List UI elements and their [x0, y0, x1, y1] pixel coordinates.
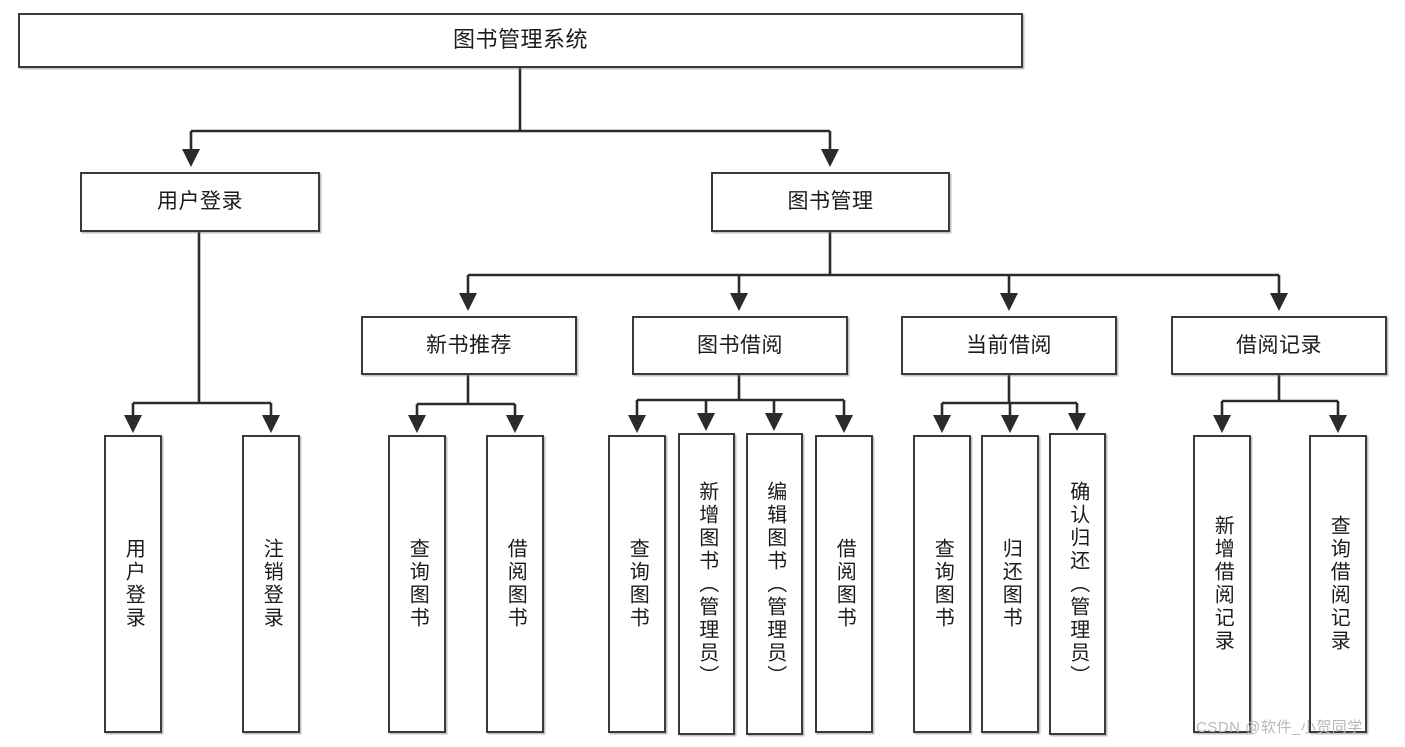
watermark: CSDN @软件_小贺同学: [1196, 719, 1363, 736]
leaf-return-book[interactable]: 归还图书: [981, 435, 1039, 733]
node-current-borrow[interactable]: 当前借阅: [901, 316, 1117, 375]
leaf-add-book-admin[interactable]: 新增图书（管理员）: [678, 433, 735, 735]
leaf-user-login[interactable]: 用户登录: [104, 435, 162, 733]
leaf-confirm-return-admin[interactable]: 确认归还（管理员）: [1049, 433, 1106, 735]
node-user-login[interactable]: 用户登录: [80, 172, 320, 232]
leaf-query-borrow-record[interactable]: 查询借阅记录: [1309, 435, 1367, 733]
leaf-add-borrow-record[interactable]: 新增借阅记录: [1193, 435, 1251, 733]
node-book-borrow[interactable]: 图书借阅: [632, 316, 848, 375]
leaf-edit-book-admin[interactable]: 编辑图书（管理员）: [746, 433, 803, 735]
node-new-book-recommend[interactable]: 新书推荐: [361, 316, 577, 375]
leaf-borrow-book-newbook[interactable]: 借阅图书: [486, 435, 544, 733]
leaf-query-book-current[interactable]: 查询图书: [913, 435, 971, 733]
leaf-logout[interactable]: 注销登录: [242, 435, 300, 733]
node-root[interactable]: 图书管理系统: [18, 13, 1023, 68]
node-book-management[interactable]: 图书管理: [711, 172, 950, 232]
leaf-query-book-borrow[interactable]: 查询图书: [608, 435, 666, 733]
leaf-query-book-newbook[interactable]: 查询图书: [388, 435, 446, 733]
leaf-borrow-book[interactable]: 借阅图书: [815, 435, 873, 733]
node-borrow-record[interactable]: 借阅记录: [1171, 316, 1387, 375]
